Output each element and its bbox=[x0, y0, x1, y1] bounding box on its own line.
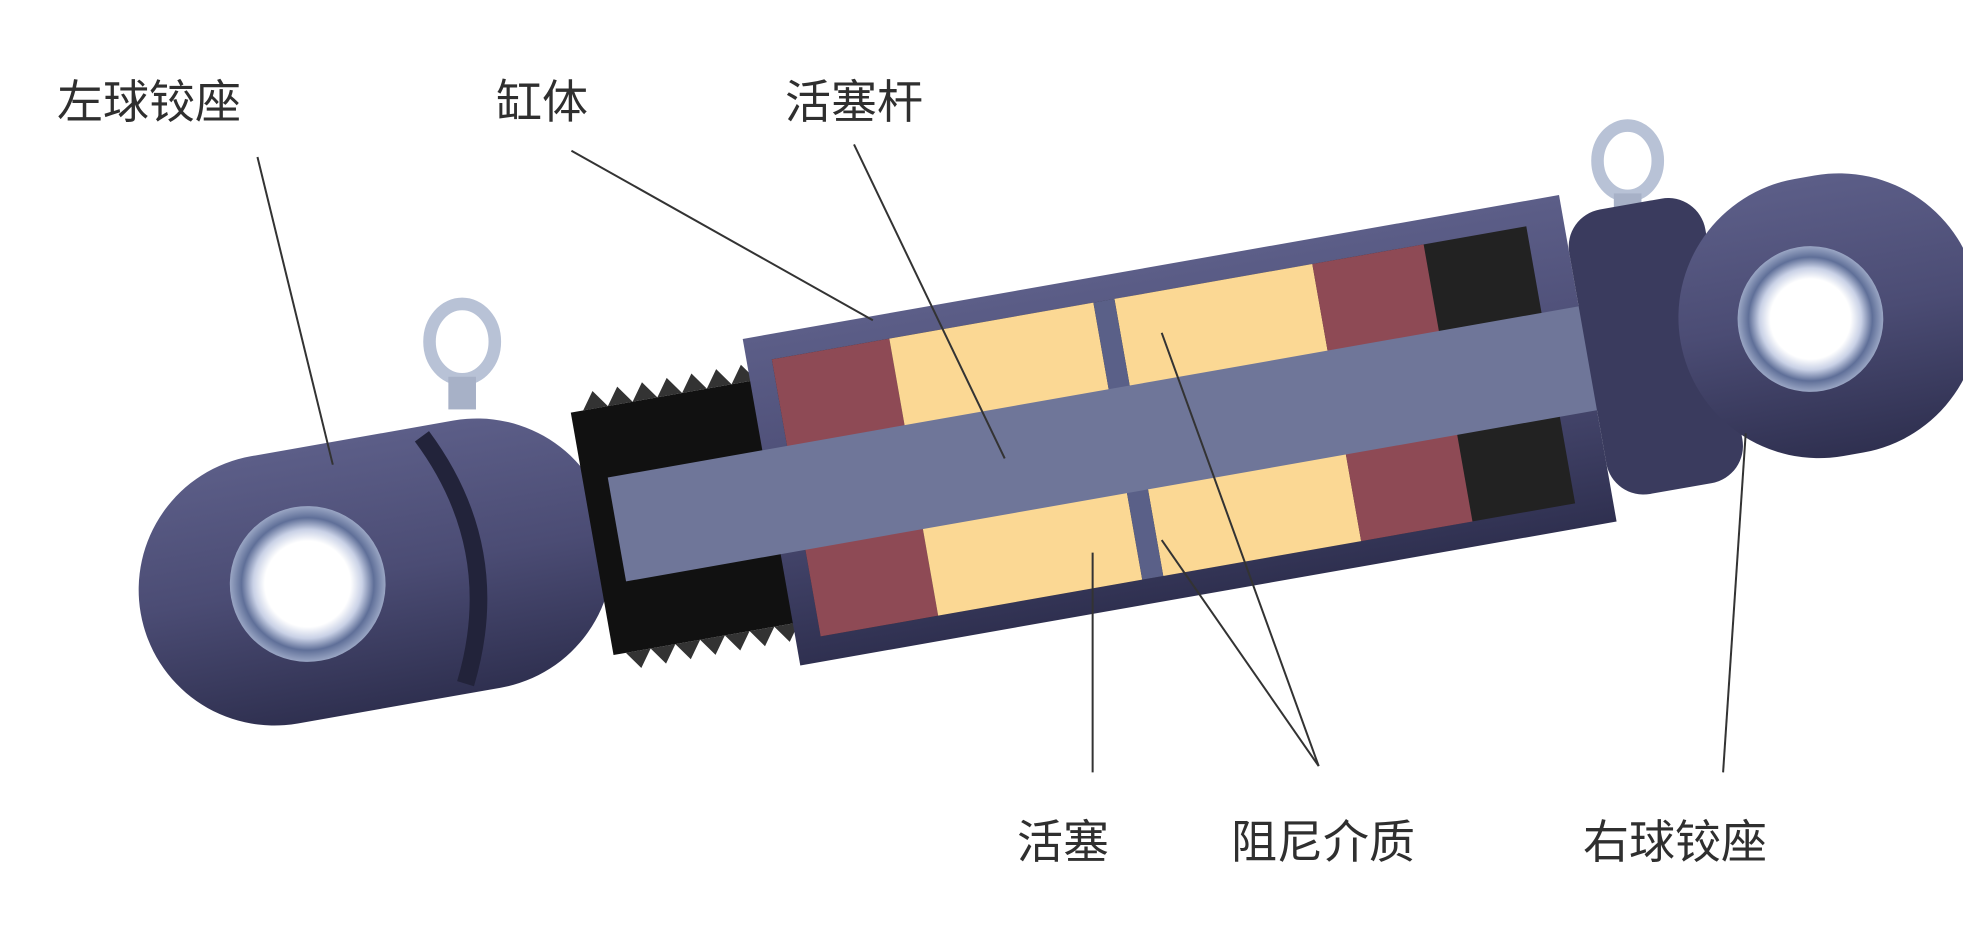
label-right-ball-joint-seat: 右球铰座 bbox=[1583, 815, 1767, 869]
label-piston-rod: 活塞杆 bbox=[785, 75, 923, 129]
label-left-ball-joint-seat: 左球铰座 bbox=[57, 75, 241, 129]
label-piston: 活塞 bbox=[1017, 815, 1109, 869]
leader-medium-lower bbox=[1160, 539, 1320, 767]
leader-right-seat bbox=[1722, 433, 1747, 773]
left-eye-bolt bbox=[423, 297, 502, 410]
label-damping-medium: 阻尼介质 bbox=[1231, 815, 1415, 869]
label-cylinder-body: 缸体 bbox=[496, 75, 588, 129]
leader-cylinder bbox=[570, 149, 874, 322]
leader-piston-rod bbox=[853, 143, 1006, 459]
right-ball-joint-seat bbox=[1568, 173, 1963, 495]
leader-medium-upper bbox=[1160, 332, 1320, 767]
left-ball-joint-seat bbox=[138, 418, 613, 726]
leader-left-seat bbox=[256, 156, 334, 465]
piston-rod bbox=[607, 296, 1653, 582]
